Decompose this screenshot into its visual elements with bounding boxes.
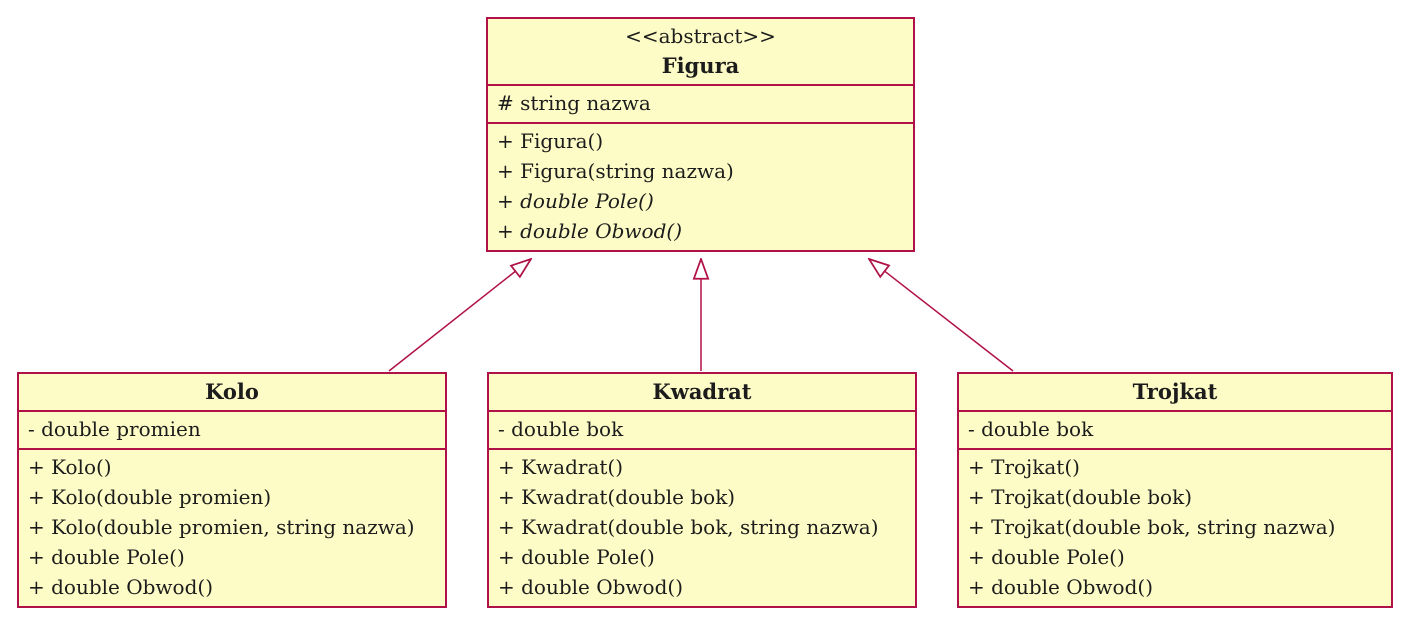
class-method-abstract: + double Pole(): [497, 189, 654, 213]
class-box-figura: <<abstract>> Figura # string nazwa + Fig…: [486, 17, 915, 252]
class-attribute: - double bok: [968, 417, 1094, 441]
class-attribute: - double bok: [498, 417, 624, 441]
class-attribute: # string nazwa: [497, 91, 651, 115]
class-name: Trojkat: [1132, 379, 1218, 404]
class-method: + double Obwod(): [498, 575, 683, 599]
methods-compartment: + Figura() + Figura(string nazwa) + doub…: [488, 122, 913, 250]
class-method: + Kwadrat(double bok): [498, 485, 736, 509]
class-method: + Kolo(double promien, string nazwa): [28, 515, 415, 539]
inheritance-edge-trojkat-figura: [869, 259, 1014, 372]
class-method: + double Obwod(): [28, 575, 213, 599]
attributes-compartment: - double bok: [489, 410, 915, 448]
class-method: + double Pole(): [968, 545, 1125, 569]
class-box-trojkat: Trojkat - double bok + Trojkat() + Trojk…: [957, 372, 1393, 608]
class-method: + Kwadrat(): [498, 455, 624, 479]
attributes-compartment: - double promien: [19, 410, 445, 448]
methods-compartment: + Kwadrat() + Kwadrat(double bok) + Kwad…: [489, 448, 915, 606]
attributes-compartment: - double bok: [959, 410, 1391, 448]
class-method: + double Obwod(): [968, 575, 1153, 599]
class-method: + Trojkat(): [968, 455, 1080, 479]
class-name: Figura: [661, 53, 740, 78]
class-method: + Kolo(double promien): [28, 485, 272, 509]
class-method: + double Pole(): [28, 545, 185, 569]
class-method: + Figura(): [497, 129, 604, 153]
class-box-kolo: Kolo - double promien + Kolo() + Kolo(do…: [17, 372, 447, 608]
class-header-figura: <<abstract>> Figura: [488, 19, 913, 84]
class-method-abstract: + double Obwod(): [497, 219, 682, 243]
class-method: + Trojkat(double bok, string nazwa): [968, 515, 1336, 539]
attributes-compartment: # string nazwa: [488, 84, 913, 122]
class-box-kwadrat: Kwadrat - double bok + Kwadrat() + Kwadr…: [487, 372, 917, 608]
class-method: + Figura(string nazwa): [497, 159, 734, 183]
class-method: + Kwadrat(double bok, string nazwa): [498, 515, 879, 539]
methods-compartment: + Kolo() + Kolo(double promien) + Kolo(d…: [19, 448, 445, 606]
class-method: + Trojkat(double bok): [968, 485, 1193, 509]
methods-compartment: + Trojkat() + Trojkat(double bok) + Troj…: [959, 448, 1391, 606]
class-name: Kwadrat: [652, 379, 752, 404]
class-method: + Kolo(): [28, 455, 112, 479]
class-method: + double Pole(): [498, 545, 655, 569]
class-stereotype: <<abstract>>: [625, 24, 776, 48]
class-attribute: - double promien: [28, 417, 201, 441]
inheritance-edge-kolo-figura: [388, 259, 531, 372]
class-name: Kolo: [205, 379, 259, 404]
